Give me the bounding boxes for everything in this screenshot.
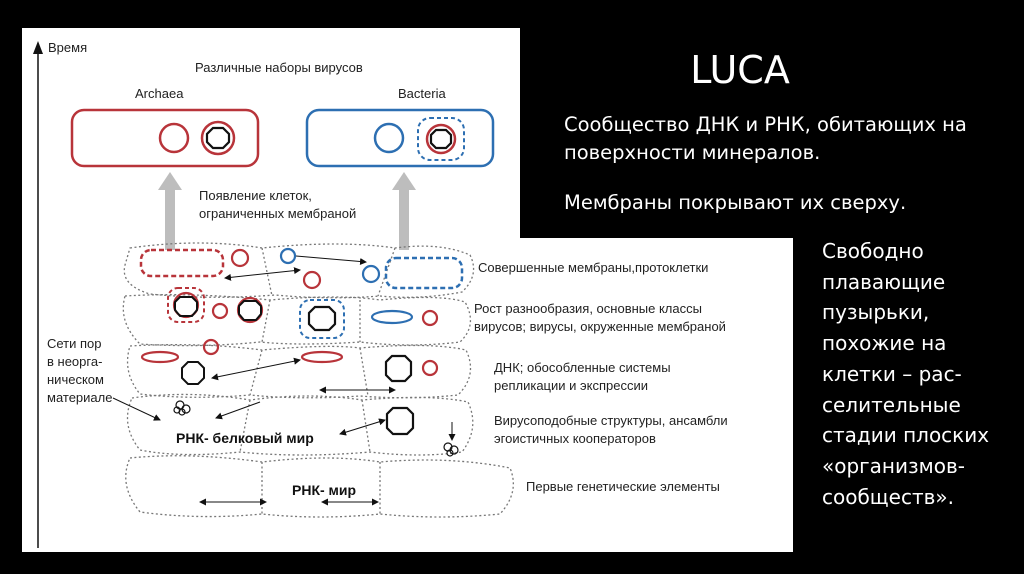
level-label-3-line1: ДНК; обособленные системы [494,360,671,375]
bacteria-virus-circle [375,124,403,152]
time-axis-arrowhead [33,41,43,54]
capsid-icon [239,301,261,320]
rna-protein-tangle-icon [174,401,190,415]
pores-label-line2: в неорга- [47,354,102,369]
level-label-2-line1: Рост разнообразия, основные классы [474,301,702,316]
bacterial-virus-2 [363,266,379,282]
virus-circle [213,304,227,318]
virus-circle [204,340,218,354]
vesicles-note: Свободно плавающие пузырьки, похожие на … [822,236,1017,512]
level-label-3-line2: репликации и экспрессии [494,378,648,393]
bacteria-label: Bacteria [398,86,446,101]
cells-label-line1: Появление клеток, [199,188,312,203]
level-label-2-line2: вирусов; вирусы, окруженные мембраной [474,319,726,334]
archaea-capsid-icon [207,128,229,148]
archaea-label: Archaea [135,86,184,101]
enveloped-virus-bacterial [300,300,344,338]
cells-label-line2: ограниченных мембраной [199,206,356,221]
bacteria-cell [307,110,493,166]
pores-label-line3: ническом [47,372,104,387]
capsid-icon [182,362,204,384]
luca-description: Сообщество ДНК и РНК, обитающих на повер… [564,111,1004,167]
evolution-arrow-right [392,172,416,250]
capsid-icon [387,408,413,434]
virus-circle [423,311,437,325]
pores-label-line4: материале [47,390,112,405]
level-label-1: Совершенные мембраны,протоклетки [478,260,708,275]
membrane-vesicle [142,352,178,362]
rna-world-label: РНК- мир [292,482,356,498]
archaeal-virus [232,250,248,266]
exchange-arrow [296,256,366,262]
evolution-arrow-left [158,172,182,250]
protocell-virus [304,272,320,288]
membrane-vesicle [302,352,342,362]
archaeal-membrane [141,250,223,276]
viruses-label: Различные наборы вирусов [195,60,363,75]
capsid-icon [175,297,197,316]
exchange-arrow [225,270,300,278]
capsid-icon [309,307,335,330]
level-label-4-line1: Вирусоподобные структуры, ансамбли [494,413,728,428]
time-axis-label: Время [48,40,87,55]
rna-protein-world-label: РНК- белковый мир [176,430,314,446]
level-label-4-line2: эгоистичных кооператоров [494,431,656,446]
bacterial-virus [281,249,295,263]
exchange-arrow [340,420,385,434]
level-label-5: Первые генетические элементы [526,479,720,494]
virus-circle [423,361,437,375]
archaea-virus-circle [160,124,188,152]
membrane-note: Мембраны покрывают их сверху. [564,189,1004,217]
membrane-vesicle [372,311,412,323]
pores-label-line1: Сети пор [47,336,102,351]
bacterial-membrane [386,258,462,288]
pores-pointer [113,398,160,420]
exchange-arrow [216,402,260,418]
slide-title: LUCA [560,48,920,92]
bacteria-capsid-icon [431,130,451,148]
exchange-arrow [212,360,300,378]
capsid-icon [386,356,411,381]
